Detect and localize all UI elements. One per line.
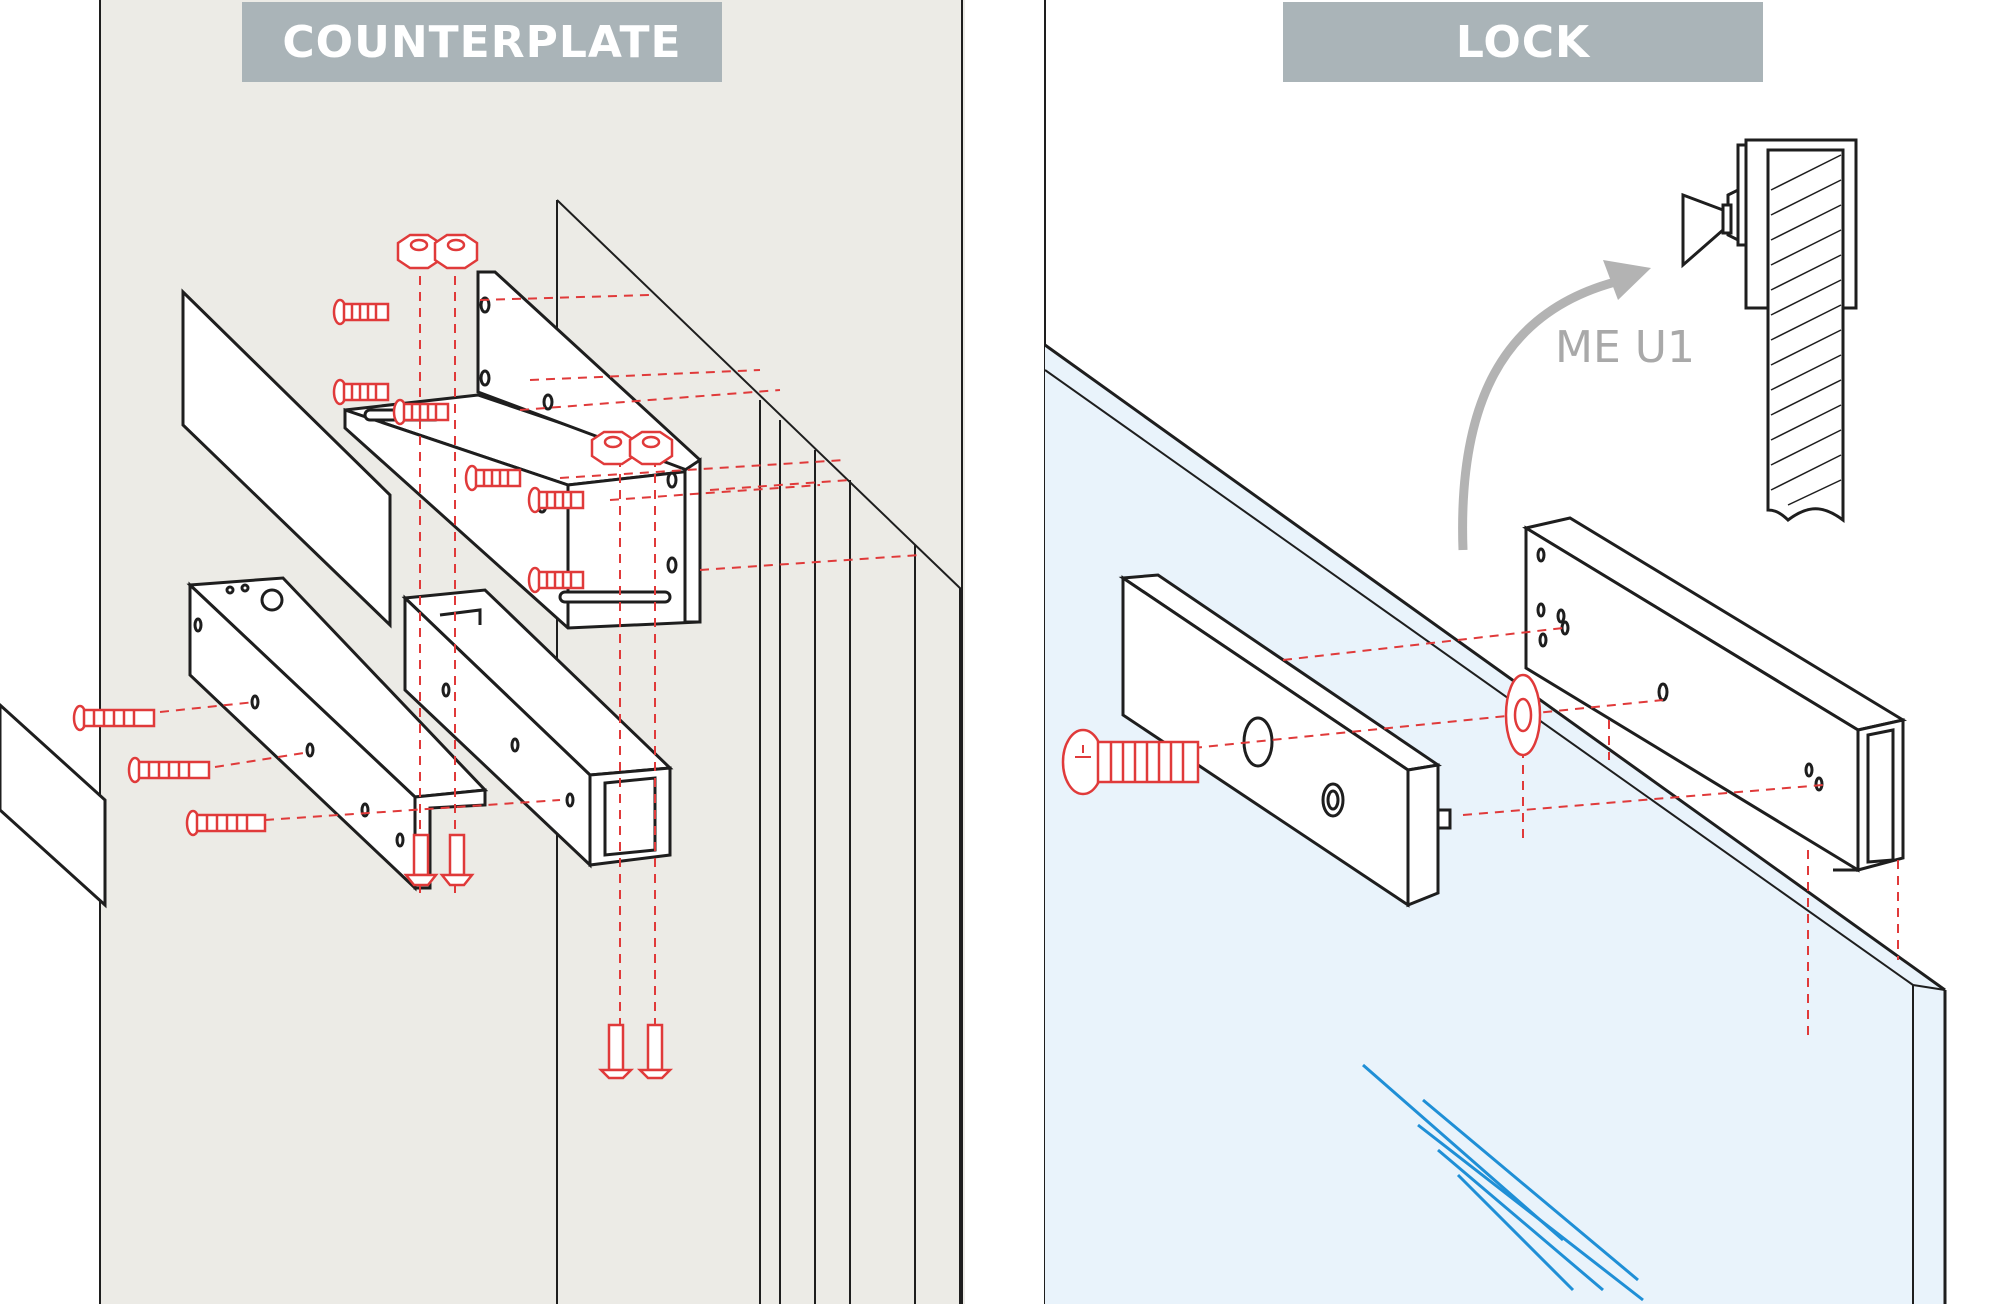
screw-icon	[527, 486, 585, 514]
screw-icon	[1061, 728, 1200, 796]
lock-panel: LOCK ME U1	[1043, 0, 2000, 1304]
screw-icon	[127, 756, 211, 784]
model-label: ME U1	[1555, 322, 1695, 373]
counterplate-diagram	[0, 0, 965, 1304]
screw-icon	[72, 704, 156, 732]
wall-left	[0, 0, 100, 1304]
glass-reflection	[1362, 1063, 1644, 1302]
detail-inset	[1681, 138, 1858, 523]
guide-lines	[159, 260, 921, 1045]
washer-icon	[1504, 673, 1542, 757]
screw-icon	[636, 1023, 674, 1080]
screws	[72, 233, 674, 1080]
screw-icon	[439, 833, 475, 887]
nut-icon	[590, 430, 636, 466]
lock-screw	[1061, 673, 1542, 796]
u-profile-clamp	[1522, 516, 1907, 873]
screw-icon	[392, 398, 450, 426]
curved-arrow-icon	[1458, 260, 1651, 551]
screw-icon	[464, 464, 522, 492]
door-leaf-edge	[0, 702, 107, 909]
screw-icon	[597, 1023, 635, 1080]
nut-icon	[433, 233, 479, 270]
screw-icon	[527, 566, 585, 594]
nut-icon	[628, 430, 674, 466]
lock-diagram	[1043, 0, 2000, 1304]
nut-icon	[396, 233, 442, 270]
u-channel	[401, 588, 674, 869]
screw-icon	[332, 378, 390, 406]
counterplate-title: COUNTERPLATE	[242, 2, 722, 82]
guide-lines	[1192, 627, 1899, 1040]
lock-title: LOCK	[1283, 2, 1763, 82]
screw-icon	[403, 833, 439, 887]
spacer-plate	[181, 288, 392, 629]
counterplate-panel: COUNTERPLATE	[0, 0, 965, 1304]
screw-icon	[332, 298, 390, 326]
glass-pane	[1045, 345, 1945, 1304]
screw-icon	[185, 809, 267, 837]
